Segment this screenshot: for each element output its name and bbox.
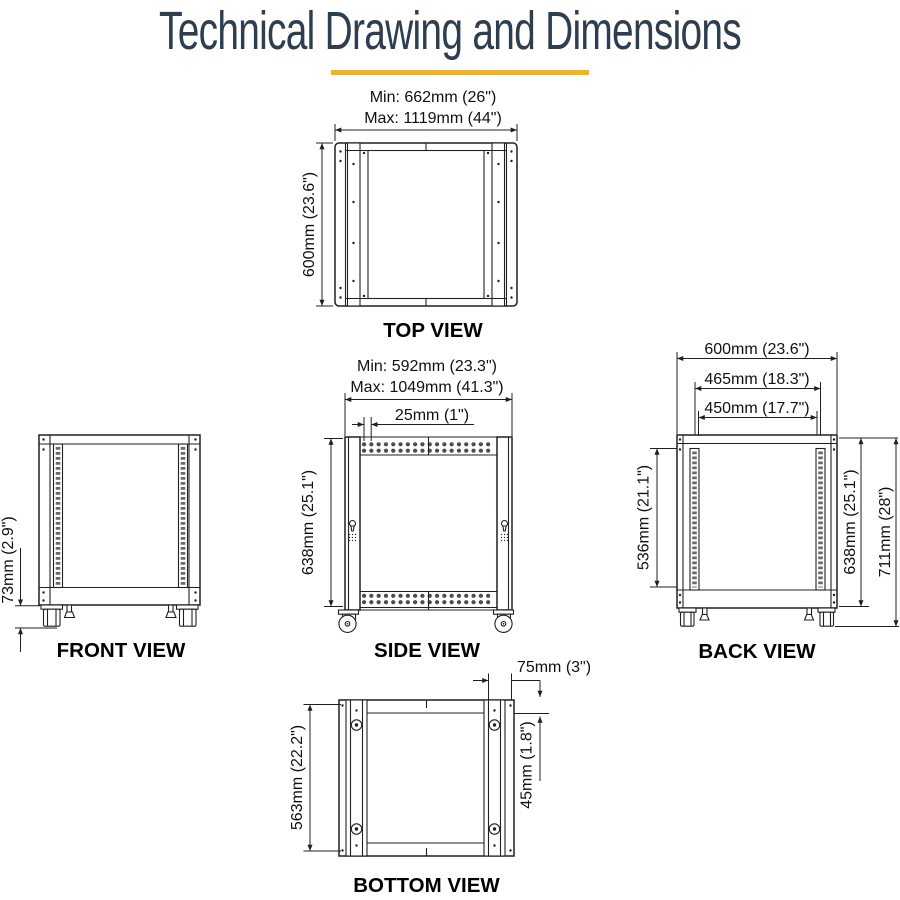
side-view-height-dimension: 638mm (25.1") bbox=[300, 470, 317, 575]
back-view-outer-frame bbox=[676, 434, 838, 609]
top-view-label: TOP VIEW bbox=[383, 319, 483, 342]
back-view-screw-dots bbox=[678, 438, 836, 604]
front-view-left-rail bbox=[52, 443, 64, 589]
top-view-max-width-dimension: Max: 1119mm (44") bbox=[364, 110, 502, 127]
top-view-dimensions: Min: 662mm (26") Max: 1119mm (44") 600mm… bbox=[301, 89, 518, 307]
back-view-mount-width-outer-dimension: 465mm (18.3") bbox=[704, 371, 809, 388]
bottom-view-right-rail bbox=[483, 699, 506, 857]
side-view-min-depth-dimension: Min: 592mm (23.3") bbox=[357, 358, 497, 375]
bottom-view: 563mm (22.2") 75mm (3") 45mm (1.8") BOTT… bbox=[289, 659, 591, 897]
bottom-view-drawing bbox=[338, 699, 515, 857]
back-view-overall-height-dimension: 711mm (28") bbox=[877, 487, 894, 578]
back-view-left-caster bbox=[678, 607, 697, 627]
back-view-outer-width-dimension: 600mm (23.6") bbox=[704, 341, 809, 358]
front-view-outer-frame bbox=[38, 434, 201, 606]
top-view-depth-dimension: 600mm (23.6") bbox=[301, 172, 318, 277]
top-view-opening bbox=[367, 149, 485, 300]
front-view-right-caster bbox=[175, 604, 199, 627]
side-view-dimensions: Min: 592mm (23.3") Max: 1049mm (41.3") 2… bbox=[300, 358, 513, 607]
front-view-drawing bbox=[38, 434, 201, 627]
top-view-screw-dots bbox=[339, 150, 513, 299]
back-view-right-rail bbox=[815, 447, 826, 591]
top-view-drawing bbox=[334, 142, 518, 307]
back-view-label: BACK VIEW bbox=[698, 640, 816, 663]
back-view-opening-height-dimension: 536mm (21.1") bbox=[636, 465, 653, 570]
front-view-caster-height-dimension: 73mm (2.9") bbox=[0, 516, 17, 603]
front-view-label: FRONT VIEW bbox=[57, 639, 186, 662]
back-view-right-caster bbox=[817, 607, 836, 627]
side-view-right-caster bbox=[492, 609, 515, 633]
front-view-screw-dots bbox=[42, 438, 197, 602]
side-view-max-depth-dimension: Max: 1049mm (41.3") bbox=[350, 379, 503, 396]
side-view-left-keyhole bbox=[348, 519, 357, 542]
side-view-left-caster bbox=[337, 609, 360, 633]
back-view-left-rail bbox=[689, 447, 700, 591]
top-view-left-rail bbox=[346, 142, 361, 307]
bottom-view-edge-offset-dimension: 75mm (3") bbox=[517, 659, 591, 676]
side-view-drawing bbox=[337, 436, 515, 633]
side-view: Min: 592mm (23.3") Max: 1049mm (41.3") 2… bbox=[300, 358, 515, 662]
side-view-right-keyhole bbox=[500, 519, 509, 542]
page-title: Technical Drawing and Dimensions bbox=[158, 1, 742, 61]
back-view-dimensions: 600mm (23.6") 465mm (18.3") 450mm (17.7"… bbox=[636, 341, 899, 627]
back-view-mount-width-inner-dimension: 450mm (17.7") bbox=[704, 400, 809, 417]
top-view-min-width-dimension: Min: 662mm (26") bbox=[370, 89, 497, 106]
back-view-leveling-feet bbox=[699, 607, 815, 621]
bottom-view-caster-mounts bbox=[350, 719, 501, 835]
bottom-view-left-rail bbox=[345, 699, 368, 857]
back-view-frame-height-dimension: 638mm (25.1") bbox=[842, 469, 859, 574]
side-view-hole-pitch-dimension: 25mm (1") bbox=[395, 407, 469, 424]
front-view: 73mm (2.9") FRONT VIEW bbox=[0, 434, 201, 662]
front-view-right-rail bbox=[177, 443, 189, 589]
back-view: 600mm (23.6") 465mm (18.3") 450mm (17.7"… bbox=[636, 341, 899, 663]
side-view-label: SIDE VIEW bbox=[374, 639, 481, 662]
front-view-left-caster bbox=[40, 604, 64, 627]
top-view-right-rail bbox=[491, 142, 506, 307]
bottom-view-caster-offset-dimension: 45mm (1.8") bbox=[519, 721, 536, 808]
title-underline bbox=[331, 70, 589, 75]
bottom-view-dimensions: 563mm (22.2") 75mm (3") 45mm (1.8") bbox=[289, 659, 591, 852]
front-view-dimensions: 73mm (2.9") bbox=[0, 516, 57, 652]
bottom-view-screw-dots bbox=[341, 704, 512, 852]
bottom-view-rail-length-dimension: 563mm (22.2") bbox=[289, 725, 306, 830]
back-view-drawing bbox=[676, 434, 838, 627]
top-view: Min: 662mm (26") Max: 1119mm (44") 600mm… bbox=[301, 89, 518, 342]
bottom-view-label: BOTTOM VIEW bbox=[353, 874, 500, 897]
front-view-leveling-feet bbox=[63, 604, 177, 619]
